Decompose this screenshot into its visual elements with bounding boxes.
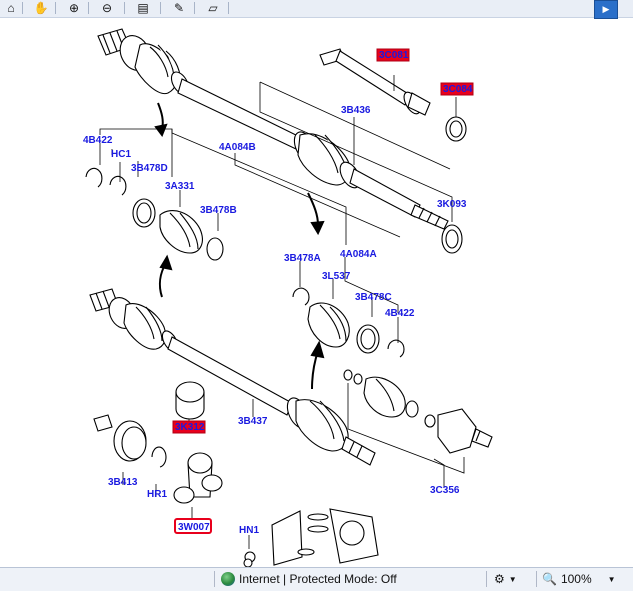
eraser-icon[interactable]: ▱ (208, 1, 218, 15)
zoom-level: 100% (560, 572, 592, 586)
label-3b413[interactable]: 3B413 (108, 477, 138, 488)
upper-boot-kit-drawing (85, 167, 224, 261)
status-separator (214, 571, 215, 587)
label-3b478c[interactable]: 3B478C (355, 292, 392, 303)
security-zone[interactable]: Internet | Protected Mode: Off (221, 571, 397, 587)
protected-mode-settings[interactable]: ⚙ ▼ (494, 571, 517, 587)
status-separator (486, 571, 487, 587)
label-4b422[interactable]: 4B422 (83, 135, 113, 146)
label-3b436[interactable]: 3B436 (341, 105, 371, 116)
settings-gear-icon: ⚙ (494, 572, 505, 586)
label-4a084b[interactable]: 4A084B (219, 142, 256, 153)
bushing-3k312 (175, 381, 205, 403)
status-separator (536, 571, 537, 587)
magnifier-icon: 🔍 (542, 572, 557, 586)
toolbar-separator (228, 2, 229, 14)
home-icon[interactable]: ⌂ (7, 1, 15, 15)
label-3a331[interactable]: 3A331 (165, 181, 195, 192)
label-hr1[interactable]: HR1 (147, 489, 167, 500)
inner-joint-3c356-drawing (343, 369, 493, 454)
bushing-3k312-body (175, 392, 205, 420)
lower-halfshaft-drawing (89, 288, 376, 466)
leader-lines (99, 75, 465, 549)
label-4a084a[interactable]: 4A084A (340, 249, 377, 260)
toolbar-separator (194, 2, 195, 14)
globe-icon (221, 572, 235, 586)
cv-joint-3b413-drawing (93, 414, 167, 468)
pen-icon[interactable]: ✎ (173, 1, 185, 15)
print-icon[interactable]: ▤ (137, 1, 149, 15)
label-3c084[interactable]: 3C084 (443, 84, 473, 95)
label-3l537[interactable]: 3L537 (322, 271, 351, 282)
label-hc1[interactable]: HC1 (111, 149, 131, 160)
toolbar-separator (22, 2, 23, 14)
zoom-out-icon[interactable]: ⊖ (101, 1, 113, 15)
label-3b437[interactable]: 3B437 (238, 416, 268, 427)
toolbar-separator (160, 2, 161, 14)
zoom-in-icon[interactable]: ⊕ (68, 1, 80, 15)
label-3b478b[interactable]: 3B478B (200, 205, 237, 216)
browser-status-bar: Internet | Protected Mode: Off ⚙ ▼ 🔍 100… (0, 567, 633, 591)
tripod-joint-3w007-drawing (173, 452, 223, 504)
chevron-right-icon[interactable]: ▶ (594, 0, 618, 19)
chevron-down-icon: ▼ (508, 574, 517, 584)
label-3b478a[interactable]: 3B478A (284, 253, 321, 264)
chevron-down-icon: ▼ (607, 574, 616, 584)
label-box-3w007 (174, 518, 212, 534)
seal-3k093-inner (445, 229, 459, 249)
hand-pan-icon[interactable]: ✋ (33, 1, 49, 15)
viewer-toolbar: ⌂ ✋ ⊕ ⊖ ▤ ✎ ▱ ▶ (0, 0, 633, 19)
label-3w007[interactable]: 3W007 (178, 522, 210, 533)
label-box-3k312 (172, 420, 206, 434)
highlighted-part-labels (172, 48, 474, 534)
zoom-control[interactable]: 🔍 100% ▼ (542, 571, 616, 587)
label-box-3c084 (440, 82, 474, 96)
intermediate-shaft-drawing (319, 48, 431, 116)
label-3b478d[interactable]: 3B478D (131, 163, 168, 174)
label-4b422-lower[interactable]: 4B422 (385, 308, 415, 319)
seal-ring-3c084-inner (449, 120, 463, 138)
toolbar-separator (55, 2, 56, 14)
direction-arrows (154, 102, 325, 390)
toolbar-separator (88, 2, 89, 14)
label-3c081[interactable]: 3C081 (379, 50, 409, 61)
lower-boot-kit-drawing (292, 287, 405, 358)
bracket-hardware-drawing (243, 508, 379, 567)
driveshaft-exploded-diagram: 3C081 3C084 3K312 3W007 3B436 4B422 HC1 … (83, 28, 493, 567)
security-zone-text: Internet | Protected Mode: Off (239, 572, 397, 586)
upper-halfshaft-drawing (97, 28, 449, 230)
toolbar-separator (124, 2, 125, 14)
label-3k093[interactable]: 3K093 (437, 199, 467, 210)
label-3k312[interactable]: 3K312 (175, 422, 205, 433)
label-box-3c081 (376, 48, 410, 62)
label-hn1[interactable]: HN1 (239, 525, 259, 536)
label-3c356[interactable]: 3C356 (430, 485, 460, 496)
